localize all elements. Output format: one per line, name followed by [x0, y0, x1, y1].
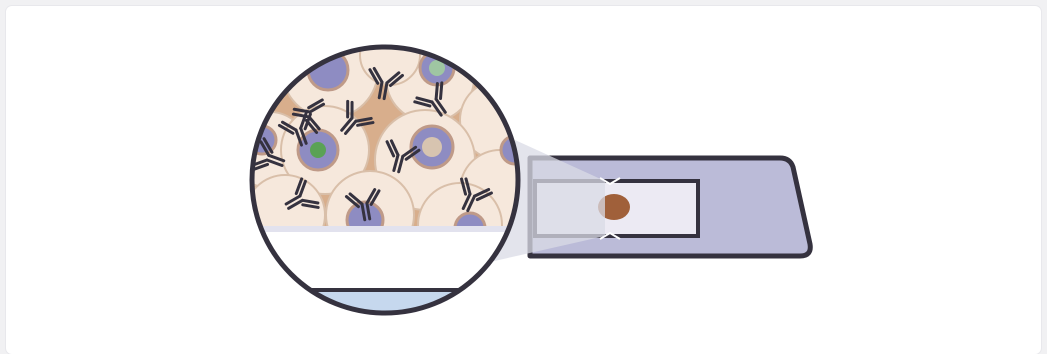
illustration-card [6, 6, 1041, 354]
ihc-illustration [249, 44, 813, 316]
tissue-sample-spot [598, 194, 630, 220]
magnifier-lens-icon [249, 44, 521, 316]
